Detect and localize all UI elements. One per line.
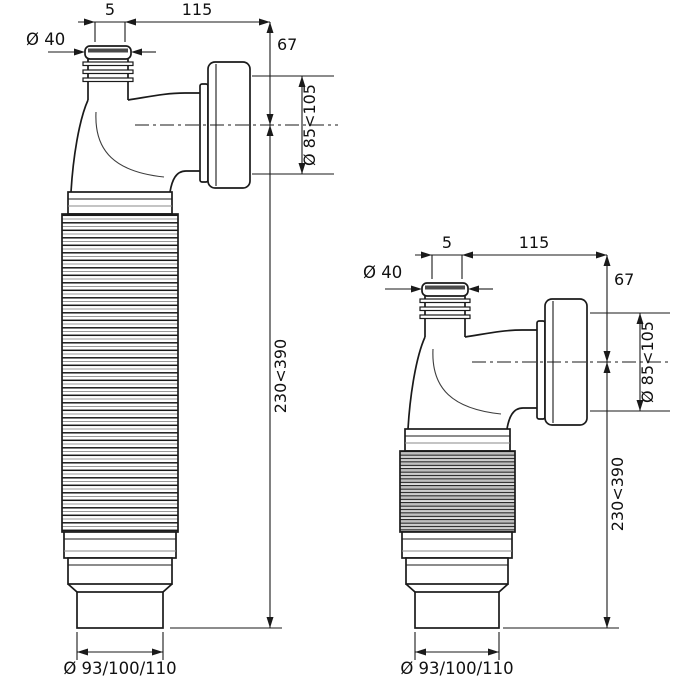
dim-top-height-label: 67 <box>614 270 634 289</box>
inlet-spigot <box>82 45 134 100</box>
figure-extended-connector: 5 115 Ø 40 67 230<390 <box>26 0 338 678</box>
upper-collar <box>67 191 173 215</box>
dim-arrows-vertical <box>266 22 274 628</box>
dim-top-height-label: 67 <box>277 35 297 54</box>
dim-inlet-diameter-label: Ø 40 <box>26 30 65 49</box>
flexible-bellows <box>61 213 179 533</box>
flexible-bellows <box>399 450 516 533</box>
dim-arrows-outlet <box>636 313 644 411</box>
dim-arrows-bottom <box>77 648 163 656</box>
dim-bottom-diameter-label: Ø 93/100/110 <box>63 659 176 678</box>
dim-flex-range-label: 230<390 <box>271 339 290 413</box>
dim-arrows-top <box>421 251 607 259</box>
elbow-body <box>407 329 538 430</box>
dim-arrows-bottom <box>415 648 499 656</box>
dim-flex-range-label: 230<390 <box>608 457 627 531</box>
dim-outlet-diameter-label: Ø 85<105 <box>300 84 319 166</box>
dim-offset-label: 5 <box>442 233 452 252</box>
dim-bottom-diameter-label: Ø 93/100/110 <box>400 659 513 678</box>
dimension-annotations: 5 115 Ø 40 67 230<390 <box>26 0 338 678</box>
inlet-spigot <box>419 282 471 337</box>
figure-compressed-connector: 5 115 Ø 40 67 230<390 <box>363 233 672 678</box>
dim-outlet-diameter-label: Ø 85<105 <box>638 321 657 403</box>
dim-arrows-inlet <box>74 48 142 56</box>
dim-arrows-outlet <box>298 76 306 174</box>
lower-connector <box>401 531 513 629</box>
dim-arrows-top <box>84 18 270 26</box>
dim-arrows-vertical <box>603 255 611 628</box>
dim-length-label: 115 <box>519 233 550 252</box>
lower-connector <box>63 531 177 629</box>
dim-length-label: 115 <box>182 0 213 19</box>
dim-offset-label: 5 <box>105 0 115 19</box>
upper-collar <box>404 428 511 452</box>
dim-inlet-diameter-label: Ø 40 <box>363 263 402 282</box>
dim-arrows-inlet <box>411 285 479 293</box>
dimension-annotations: 5 115 Ø 40 67 230<390 <box>363 233 672 678</box>
elbow-body <box>70 92 201 193</box>
